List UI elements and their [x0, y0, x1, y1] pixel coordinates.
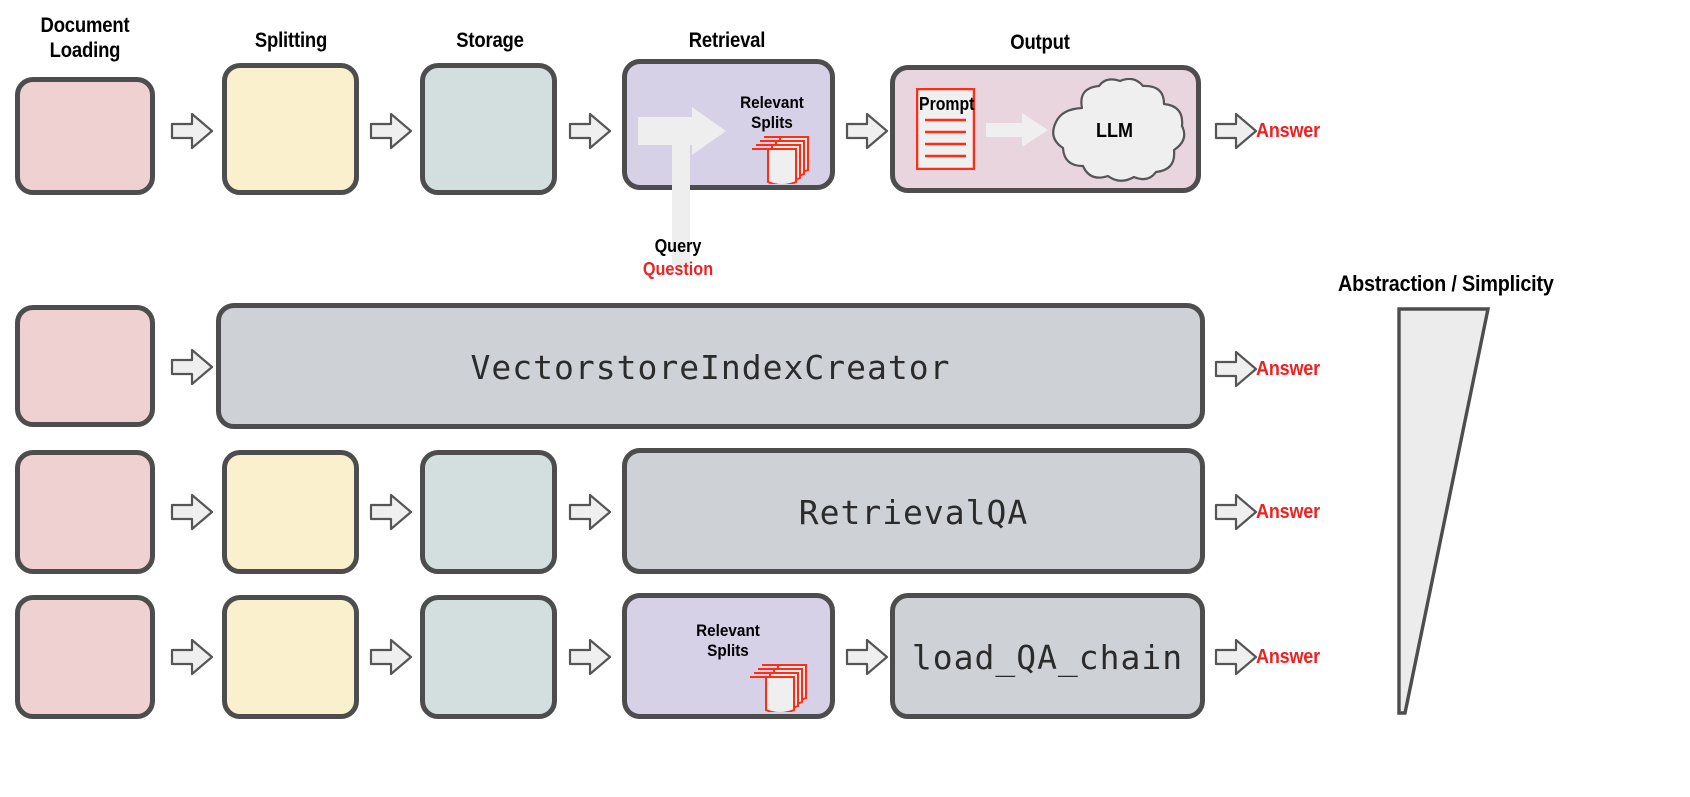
stage-title-retrieval: Retrieval [688, 29, 766, 52]
relevant-splits-label-row4: Relevant Splits [674, 621, 782, 661]
box-storage-row4[interactable] [420, 595, 557, 719]
stage-title-document-loading-line1: Document [40, 14, 130, 37]
arrow-loading-to-vsic-row2 [168, 343, 216, 391]
stage-title-document-loading-line2: Loading [49, 39, 121, 62]
answer-label-row2: Answer [1256, 358, 1320, 380]
answer-label-row3: Answer [1256, 501, 1320, 523]
box-document-loading-row2[interactable] [15, 305, 155, 427]
abstraction-title: Abstraction / Simplicity [1338, 271, 1554, 296]
arrow-retrieval-to-output-row1 [843, 107, 891, 155]
arrow-storage-to-retrievalqa-row3 [566, 488, 614, 536]
arrow-storage-to-retrieval-row4 [566, 633, 614, 681]
answer-label-row4: Answer [1256, 646, 1320, 668]
stage-title-document-loading: Document Loading [10, 13, 160, 63]
prompt-label: Prompt [919, 94, 975, 114]
stage-title-splitting: Splitting [254, 29, 328, 52]
relevant-splits-line2-row1: Splits [751, 113, 793, 132]
arrow-loading-to-splitting-row3 [168, 488, 216, 536]
box-retrieval-qa[interactable]: RetrievalQA [622, 448, 1205, 574]
relevant-splits-icon-row1 [750, 134, 812, 186]
box-load-qa-chain[interactable]: load_QA_chain [890, 593, 1205, 719]
box-storage-row3[interactable] [420, 450, 557, 574]
arrow-splitting-to-storage-row3 [367, 488, 415, 536]
box-splitting-row3[interactable] [222, 450, 359, 574]
arrow-retrieval-to-loadqachain-row4 [843, 633, 891, 681]
query-label: Query [654, 236, 702, 256]
abstraction-triangle [1396, 306, 1496, 716]
stage-title-output: Output [1010, 31, 1070, 54]
query-arrow-row1 [630, 105, 750, 265]
llm-label: LLM [1096, 120, 1133, 142]
llm-cloud-icon [1044, 77, 1189, 183]
arrow-retrievalqa-to-answer-row3 [1212, 488, 1260, 536]
relevant-splits-line1-row1: Relevant [740, 93, 804, 112]
stage-title-storage: Storage [456, 29, 524, 52]
relevant-splits-line2-row4: Splits [707, 641, 749, 660]
vectorstore-index-creator-label: VectorstoreIndexCreator [470, 348, 951, 387]
box-splitting-row1[interactable] [222, 63, 359, 195]
arrow-loading-to-splitting-row1 [168, 107, 216, 155]
arrow-storage-to-retrieval-row1 [566, 107, 614, 155]
relevant-splits-line1-row4: Relevant [696, 621, 760, 640]
arrow-output-to-answer-row1 [1212, 107, 1260, 155]
box-storage-row1[interactable] [420, 63, 557, 195]
box-document-loading-row1[interactable] [15, 77, 155, 195]
box-splitting-row4[interactable] [222, 595, 359, 719]
prompt-card [915, 87, 976, 171]
answer-label-row1: Answer [1256, 120, 1320, 142]
relevant-splits-icon-row4 [748, 662, 810, 714]
relevant-splits-label-row1: Relevant Splits [718, 93, 826, 133]
box-document-loading-row4[interactable] [15, 595, 155, 719]
arrow-splitting-to-storage-row1 [367, 107, 415, 155]
arrow-prompt-to-llm [986, 113, 1048, 147]
box-vectorstore-index-creator[interactable]: VectorstoreIndexCreator [216, 303, 1205, 429]
arrow-splitting-to-storage-row4 [367, 633, 415, 681]
retrieval-qa-label: RetrievalQA [798, 493, 1029, 532]
question-label: Question [642, 259, 714, 279]
box-document-loading-row3[interactable] [15, 450, 155, 574]
arrow-vsic-to-answer-row2 [1212, 345, 1260, 393]
arrow-loading-to-splitting-row4 [168, 633, 216, 681]
load-qa-chain-label: load_QA_chain [911, 638, 1184, 677]
arrow-loadqachain-to-answer-row4 [1212, 633, 1260, 681]
